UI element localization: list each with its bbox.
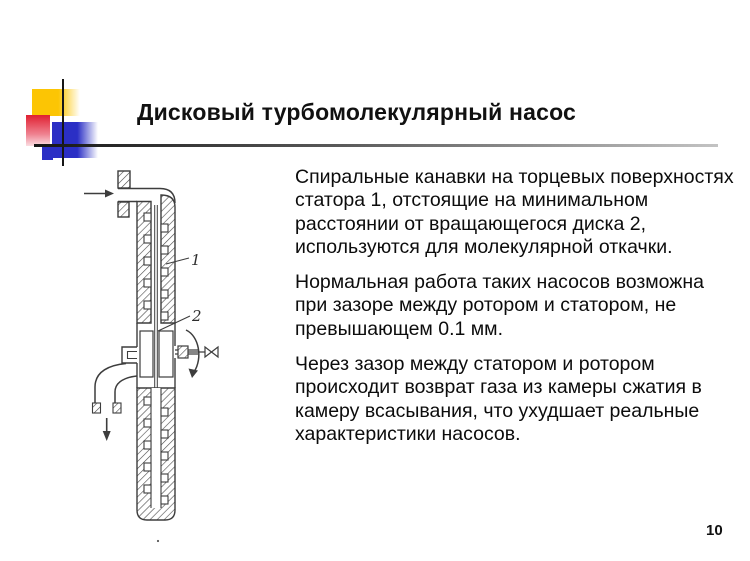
logo-yellow-square xyxy=(32,89,80,116)
stator-grooves-lower xyxy=(143,396,169,505)
page-number: 10 xyxy=(706,522,723,539)
body-paragraph: Спиральные канавки на торцевых поверхнос… xyxy=(295,166,734,258)
outlet-pipe xyxy=(91,362,138,414)
body-text-block: Спиральные канавки на торцевых поверхнос… xyxy=(295,166,735,458)
pump-diagram: 1 2 xyxy=(84,170,219,543)
stator-lower xyxy=(136,387,176,521)
stray-dot xyxy=(156,539,160,543)
stator-upper xyxy=(136,194,176,324)
inlet-arrow-icon xyxy=(84,189,114,198)
outlet-arrow-icon xyxy=(102,418,111,441)
inlet-flange xyxy=(117,170,131,218)
inlet-pipe xyxy=(118,187,176,204)
page-title: Дисковый турбомолекулярный насос xyxy=(137,99,577,126)
stator-grooves-upper xyxy=(143,212,169,321)
drive-shaft xyxy=(175,345,219,359)
bearing-housing xyxy=(121,323,176,388)
title-underline xyxy=(34,144,718,147)
logo-vertical-line xyxy=(61,79,64,166)
diagram-label-rotor: 2 xyxy=(191,307,202,325)
logo-blue-square xyxy=(52,122,98,158)
body-paragraph: Через зазор между статором и ротором про… xyxy=(295,353,702,445)
rotation-arrow-icon xyxy=(185,329,200,378)
body-paragraph: Нормальная работа таких насосов возможна… xyxy=(295,271,704,340)
label-leaders xyxy=(157,257,191,332)
logo-blue-tab xyxy=(42,146,53,160)
diagram-label-stator: 1 xyxy=(191,251,201,269)
logo-red-square xyxy=(26,115,50,146)
